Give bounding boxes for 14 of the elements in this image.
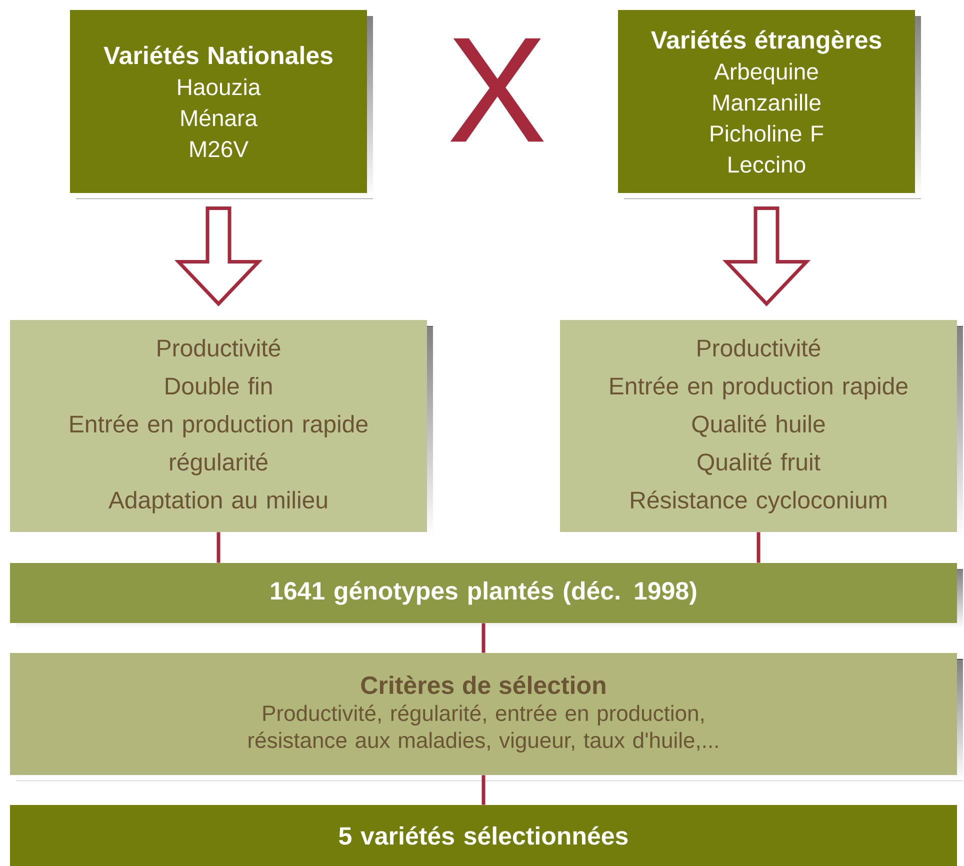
variety-box: Variétés étrangères Arbequine Manzanille Picholine F Leccino (618, 10, 921, 199)
connector-line (756, 532, 760, 563)
stage-band: 1641 génotypes plantés (déc. 1998) (10, 563, 963, 629)
connector-line (216, 532, 220, 563)
variety-box: Variétés Nationales Haouzia Ménara M26V (70, 10, 373, 199)
trait-box: Productivité Entrée en production rapide Qualité huile Qualité fruit Résistance cycloconium (560, 320, 963, 538)
cross-sign: X (450, 38, 544, 142)
hollow-arrow (174, 206, 263, 306)
connector-line (482, 623, 486, 653)
connector-line (482, 775, 486, 805)
hollow-arrow (722, 206, 811, 306)
result-band: 5 variétés sélectionnées (10, 805, 957, 866)
trait-box: Productivité Double fin Entrée en production rapide régularité Adaptation au milieu (10, 320, 433, 538)
criteria-box: Critères de sélection Productivité, régularité, entrée en production, résistance aux maladies, vigueur, taux d'huile,... (10, 653, 963, 781)
